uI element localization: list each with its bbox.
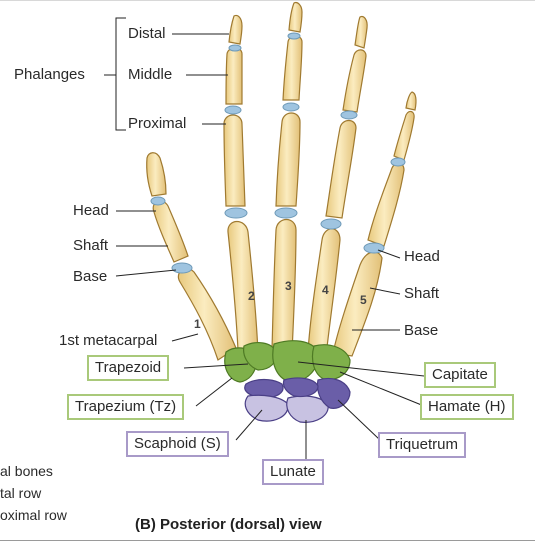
label-shaft-left: Shaft <box>73 237 109 254</box>
distal-phalanx-2 <box>228 14 243 45</box>
proximal-phalanx-5 <box>367 162 405 247</box>
proximal-carpal-row <box>244 377 351 423</box>
bottom-divider <box>0 540 535 541</box>
legend-line-1: al bones <box>0 463 53 479</box>
triquetrum-bone <box>316 377 351 409</box>
middle-phalanx-2 <box>225 47 243 105</box>
metacarpal-number-1: 1 <box>194 317 201 331</box>
hamate-bone <box>311 344 351 381</box>
metacarpal-1 <box>177 268 237 361</box>
scaphoid-bone <box>244 394 289 422</box>
legend-line-2: tal row <box>0 485 42 501</box>
hamate-hook-dark <box>282 377 319 398</box>
proximal-phalanx-2 <box>223 114 246 207</box>
metacarpal-3 <box>271 218 297 353</box>
metacarpal-number-2: 2 <box>248 289 255 303</box>
distal-phalanx-5 <box>405 91 417 111</box>
lunate-bone <box>286 395 329 423</box>
distal-phalanx-4 <box>354 15 368 49</box>
box-trapezoid: Trapezoid <box>87 355 170 381</box>
metacarpal-5 <box>332 251 383 357</box>
middle-phalanx-4 <box>342 49 367 113</box>
label-phalanges: Phalanges <box>14 66 85 83</box>
label-head-left: Head <box>73 202 109 219</box>
proximal-phalanx-3 <box>275 112 301 207</box>
distal-carpal-row <box>224 340 351 383</box>
label-base-left: Base <box>73 268 108 285</box>
figure-caption: (B) Posterior (dorsal) view <box>135 516 322 533</box>
label-shaft-right: Shaft <box>404 285 440 302</box>
scaphoid-dark <box>244 378 284 399</box>
proximal-phalanx-4 <box>325 119 357 219</box>
metacarpal-number-3: 3 <box>285 279 292 293</box>
metacarpal-2 <box>227 220 259 353</box>
label-base-right: Base <box>404 322 439 339</box>
metacarpal-number-5: 5 <box>360 293 367 307</box>
distal-phalanx-3 <box>288 1 303 33</box>
middle-phalanx-3 <box>282 35 303 101</box>
top-divider <box>0 0 535 1</box>
trapezoid-bone <box>243 342 277 371</box>
legend-line-3: oximal row <box>0 507 67 523</box>
box-lunate: Lunate <box>262 459 324 485</box>
box-scaphoid: Scaphoid (S) <box>126 431 229 457</box>
middle-phalanx-5 <box>393 110 415 161</box>
label-head-right: Head <box>404 248 440 265</box>
box-triquetrum: Triquetrum <box>378 432 466 458</box>
distal-phalanx-thumb <box>146 152 167 197</box>
capitate-bone <box>272 340 319 383</box>
label-proximal: Proximal <box>128 115 187 132</box>
label-distal: Distal <box>128 25 166 42</box>
box-hamate: Hamate (H) <box>420 394 514 420</box>
label-middle: Middle <box>128 66 173 83</box>
metacarpal-number-4: 4 <box>322 283 329 297</box>
label-first-metacarpal: 1st metacarpal <box>59 332 158 349</box>
box-trapezium: Trapezium (Tz) <box>67 394 185 420</box>
proximal-phalanx-thumb <box>152 200 189 263</box>
box-capitate: Capitate <box>424 362 496 388</box>
